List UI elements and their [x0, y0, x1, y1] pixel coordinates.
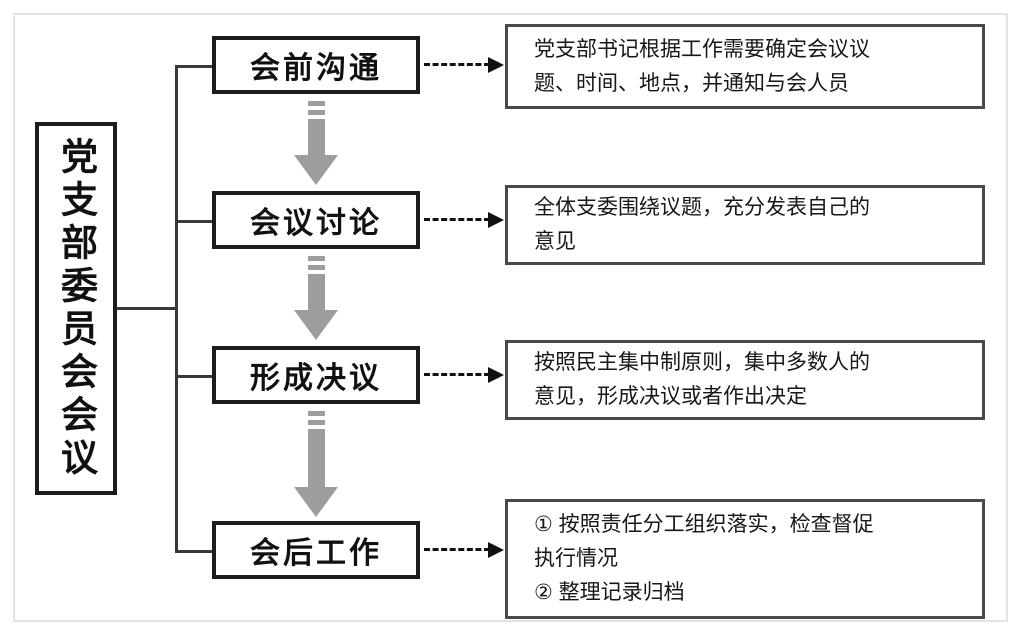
- description-box-1: 党支部书记根据工作需要确定会议议 题、时间、地点，并通知与会人员: [505, 24, 985, 109]
- description-box-3: 按照民主集中制原则，集中多数人的 意见，形成决议或者作出决定: [505, 340, 985, 420]
- stage-box-2[interactable]: 会议讨论: [212, 191, 420, 249]
- link-arrow-2-dash: [424, 218, 490, 221]
- flow-arrow-head: [294, 487, 338, 517]
- connector-root-to-spine: [117, 307, 178, 310]
- connector-spine-to-stage-1: [175, 65, 213, 68]
- flow-arrow-dash-segment: [308, 256, 325, 261]
- outer-frame: [13, 13, 1008, 622]
- flow-arrow-dash-segment: [308, 420, 325, 425]
- description-line: 全体支委围绕议题，充分发表自己的: [534, 196, 870, 219]
- flow-arrow-head: [294, 155, 338, 185]
- description-box-2: 全体支委围绕议题，充分发表自己的 意见: [505, 185, 985, 265]
- link-arrow-4-head: [488, 542, 504, 558]
- description-line: 按照民主集中制原则，集中多数人的: [534, 351, 870, 374]
- stage-box-3[interactable]: 形成决议: [212, 346, 420, 404]
- link-arrow-1-head: [488, 57, 504, 73]
- connector-spine-to-stage-3: [175, 375, 213, 378]
- stage-label-1: 会前沟通: [250, 52, 382, 85]
- flow-arrow-dash-segment: [308, 101, 325, 106]
- stage-box-4[interactable]: 会后工作: [212, 521, 420, 579]
- link-arrow-1: [424, 57, 505, 73]
- link-arrow-3-head: [488, 367, 504, 383]
- flow-arrow-1-to-2: [286, 101, 346, 185]
- link-arrow-3: [424, 367, 505, 383]
- flow-arrow-dash-segment: [308, 110, 325, 115]
- link-arrow-1-dash: [424, 63, 490, 66]
- stage-box-1[interactable]: 会前沟通: [212, 36, 420, 94]
- flow-arrow-dash-segment: [308, 411, 325, 416]
- flow-arrow-dash-segment: [308, 265, 325, 270]
- flow-arrow-head: [294, 310, 338, 340]
- root-node-party-branch-committee-meeting: 党支部委员会会议: [35, 122, 117, 495]
- link-arrow-2: [424, 212, 505, 228]
- flow-arrow-shaft: [308, 429, 325, 487]
- connector-spine-to-stage-4: [175, 550, 213, 553]
- flow-arrow-shaft: [308, 119, 325, 155]
- stage-label-3: 形成决议: [250, 362, 382, 395]
- description-line: ① 按照责任分工组织落实，检查督促: [534, 513, 874, 536]
- stage-label-4: 会后工作: [250, 537, 382, 570]
- description-line: 题、时间、地点，并通知与会人员: [534, 71, 849, 95]
- stage-label-2: 会议讨论: [250, 207, 382, 240]
- flow-arrow-3-to-4: [286, 411, 346, 519]
- link-arrow-3-dash: [424, 373, 490, 376]
- link-arrow-4-dash: [424, 548, 490, 551]
- flow-arrow-2-to-3: [286, 256, 346, 340]
- description-box-4: ① 按照责任分工组织落实，检查督促 执行情况 ② 整理记录归档: [505, 499, 985, 619]
- connector-spine: [175, 65, 178, 553]
- connector-spine-to-stage-2: [175, 220, 213, 223]
- description-line: 意见: [534, 230, 576, 253]
- link-arrow-2-head: [488, 212, 504, 228]
- description-line: 意见，形成决议或者作出决定: [534, 385, 807, 408]
- link-arrow-4: [424, 542, 505, 558]
- description-line: 执行情况: [534, 547, 618, 570]
- description-line: ② 整理记录归档: [534, 581, 685, 604]
- root-node-label: 党支部委员会会议: [55, 136, 97, 481]
- description-line: 党支部书记根据工作需要确定会议议: [534, 37, 870, 61]
- flow-arrow-shaft: [308, 274, 325, 310]
